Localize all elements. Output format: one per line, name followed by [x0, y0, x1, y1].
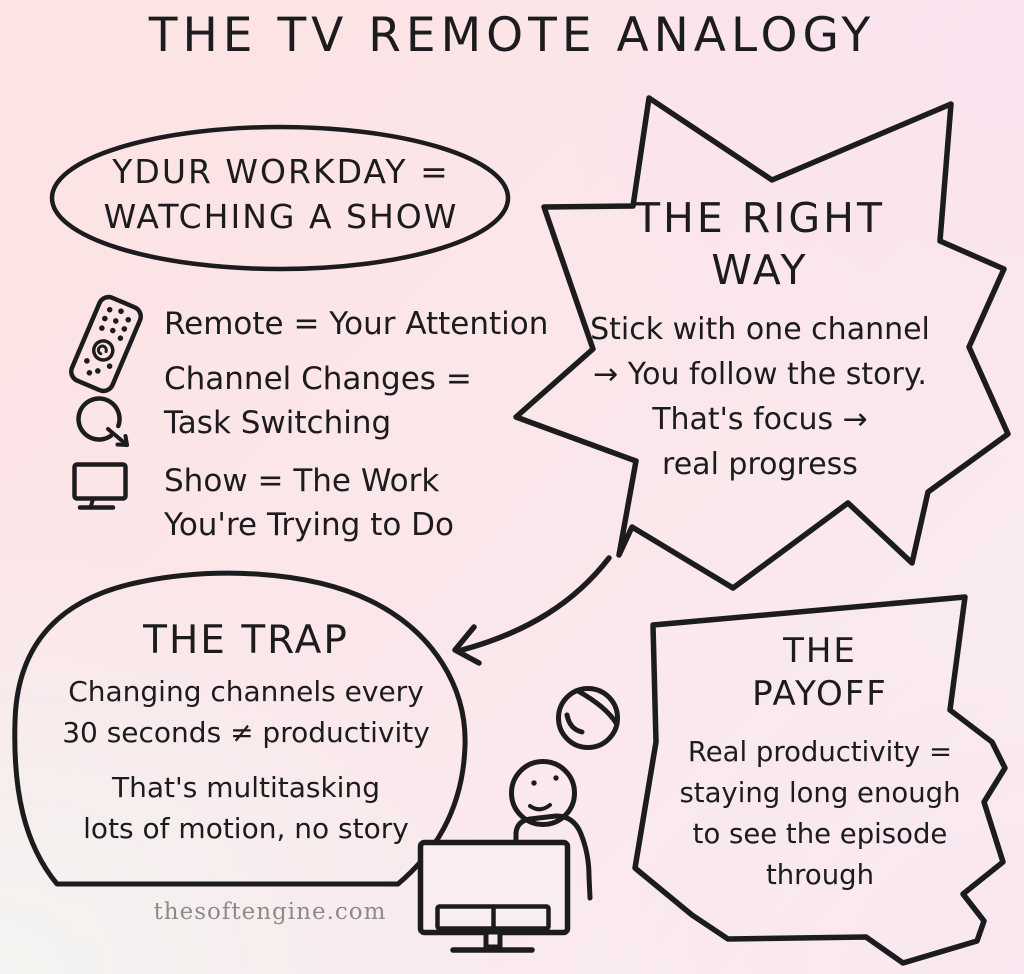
- trap-section: THE TRAP Changing channels every 30 seco…: [26, 618, 466, 850]
- trap-body: That's multitasking lots of motion, no s…: [26, 768, 466, 850]
- right-way-body-line: Stick with one channel: [590, 311, 930, 347]
- legend-label: Channel Changes =: [164, 361, 472, 397]
- payoff-body-line: Real productivity =: [687, 735, 953, 768]
- trap-title: THE TRAP: [143, 618, 349, 663]
- right-way-starburst: [513, 95, 1011, 591]
- workday-bubble-line: YDUR WORKDAY =: [112, 152, 450, 191]
- right-way-body: Stick with one channel → You follow the …: [528, 307, 992, 487]
- footer-website: thesoftengine.com: [153, 899, 387, 925]
- workday-bubble-outline: [49, 124, 511, 272]
- page-title: THE TV REMOTE ANALOGY: [148, 8, 876, 63]
- right-way-body-line: That's focus →: [652, 401, 868, 437]
- person-figure: [509, 759, 593, 901]
- trap-body: Changing channels every 30 seconds ≠ pro…: [26, 672, 466, 754]
- remote-icon: [69, 294, 143, 394]
- curved-arrow: [452, 555, 612, 666]
- right-way-title: THE RIGHT: [634, 194, 886, 242]
- trap-body-line: lots of motion, no story: [83, 811, 409, 845]
- tv-icon: [72, 462, 128, 510]
- ball-icon: [556, 686, 620, 750]
- trap-body-line: 30 seconds ≠ productivity: [62, 715, 430, 749]
- payoff-title: THE: [783, 631, 857, 671]
- workday-bubble-line: WATCHING A SHOW: [103, 197, 459, 237]
- legend-item-remote: Remote = Your Attention: [164, 302, 548, 346]
- trap-body-line: That's multitasking: [112, 770, 380, 804]
- payoff-section: THE PAYOFF Real productivity = staying l…: [650, 630, 990, 897]
- payoff-body-line: to see the episode: [692, 818, 948, 851]
- legend-label: You're Trying to Do: [164, 507, 455, 544]
- workday-bubble: YDUR WORKDAY = WATCHING A SHOW: [52, 149, 510, 239]
- tv-illustration: [417, 839, 571, 953]
- refresh-icon: [76, 396, 129, 447]
- payoff-title: PAYOFF: [752, 673, 888, 714]
- right-way-body-line: real progress: [662, 446, 858, 482]
- right-way-section: THE RIGHT WAY Stick with one channel → Y…: [528, 192, 992, 487]
- payoff-body-line: staying long enough: [679, 776, 961, 809]
- legend-label: Show = The Work: [164, 463, 440, 499]
- legend-label: Remote = Your Attention: [164, 306, 549, 342]
- trap-body-line: Changing channels every: [68, 675, 424, 708]
- payoff-starburst: [632, 594, 1008, 966]
- trap-bubble-outline: [12, 570, 468, 887]
- legend-label: Task Switching: [164, 405, 392, 442]
- payoff-body: Real productivity = staying long enough …: [650, 732, 990, 897]
- right-way-body-line: → You follow the story.: [593, 356, 927, 392]
- legend-item-channel-changes: Channel Changes = Task Switching: [164, 357, 472, 445]
- legend-item-show: Show = The Work You're Trying to Do: [164, 459, 454, 547]
- payoff-body-line: through: [765, 859, 875, 892]
- right-way-title: WAY: [711, 246, 809, 295]
